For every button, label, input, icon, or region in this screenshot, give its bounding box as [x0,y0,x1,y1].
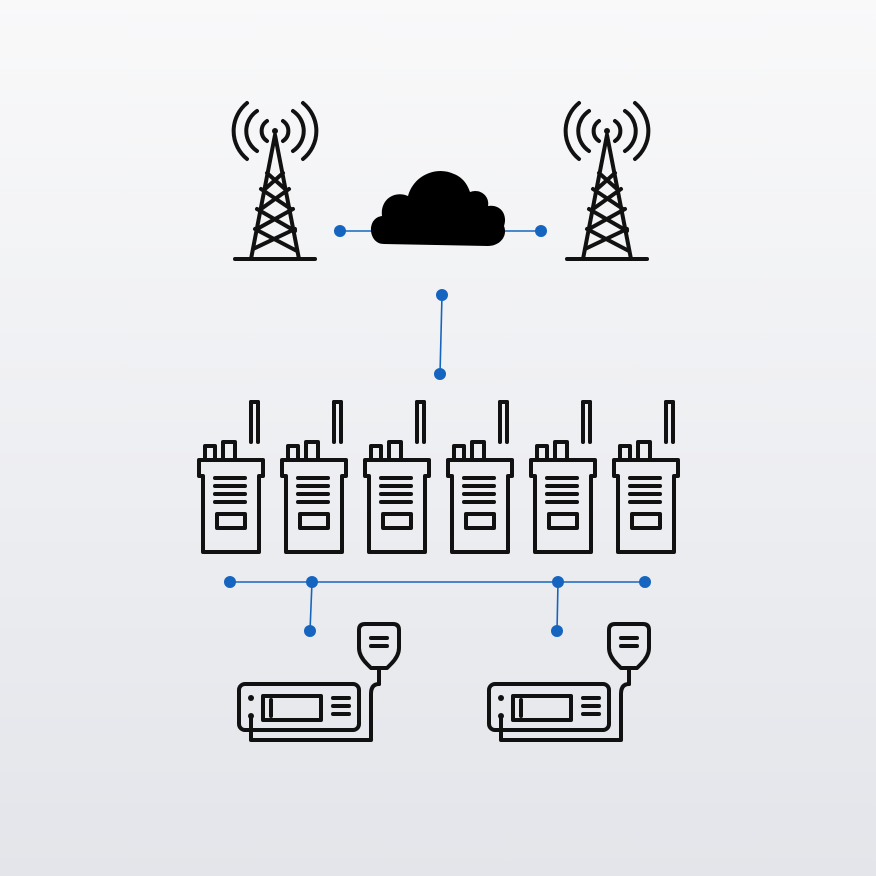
handheld-radio-icon [529,400,597,554]
connection-lines [230,230,645,632]
handheld-radio-icon [446,400,514,554]
connection-node [639,576,651,588]
connection-node [551,625,563,637]
handheld-radio-icon [363,400,431,554]
connection-node [552,576,564,588]
mobile-radio-icon [487,622,651,742]
handheld-radio-icon [197,400,265,554]
connection-node [306,576,318,588]
handheld-radio-icon [280,400,348,554]
handheld-radio-icon [612,400,680,554]
connection-node [535,225,547,237]
connection-node [436,289,448,301]
radio-tower-icon [231,101,319,261]
radio-tower-icon [563,101,651,261]
connection-nodes [224,225,651,637]
mobile-radio-icon [237,622,401,742]
cloud-icon [370,170,506,246]
link-bus-mobile-left [309,581,313,632]
connection-node [434,368,446,380]
connection-node [304,625,316,637]
link-bus-mobile-right [556,581,559,632]
connection-node [224,576,236,588]
connection-node [334,225,346,237]
link-cloud-handhelds [439,294,443,375]
